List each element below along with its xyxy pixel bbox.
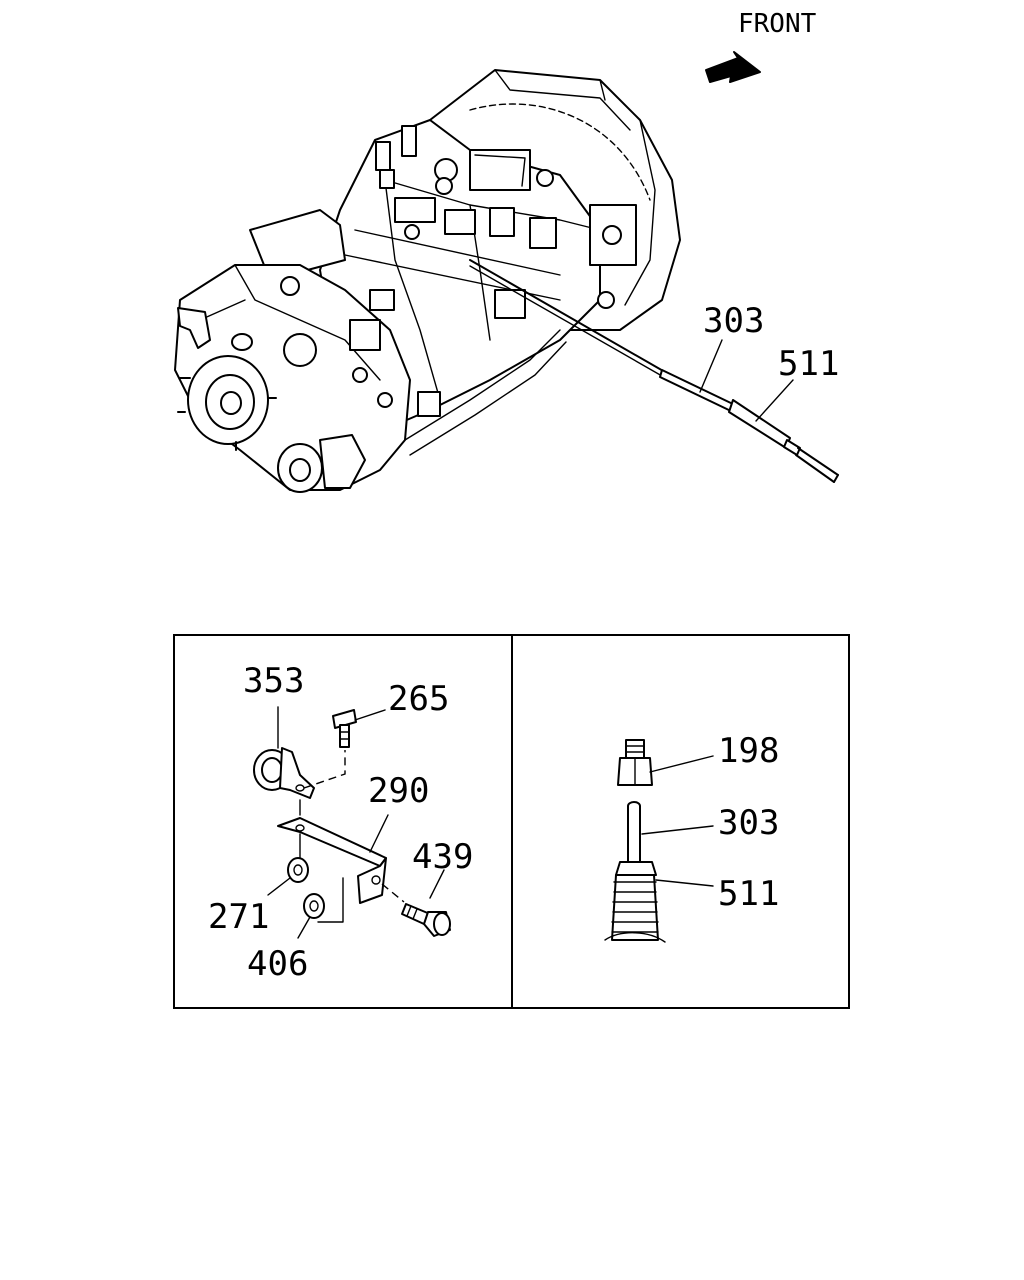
bolt-265	[332, 709, 357, 748]
leader-511-main	[755, 379, 794, 422]
bracket-290	[277, 817, 387, 904]
nut-406	[303, 893, 325, 919]
callout-353: 353	[243, 661, 304, 701]
callout-439: 439	[412, 837, 473, 877]
bolt-439	[401, 903, 451, 937]
callout-271: 271	[208, 897, 269, 937]
clip-353	[253, 747, 315, 799]
front-label: FRONT	[738, 9, 817, 39]
callout-511-inset: 511	[718, 874, 779, 914]
front-arrow-icon	[705, 51, 761, 83]
outer-cable-511	[604, 861, 666, 943]
transmission-assembly	[174, 69, 839, 493]
callout-290: 290	[368, 771, 429, 811]
fitting-198	[617, 739, 653, 786]
nut-271	[287, 857, 309, 883]
callout-198: 198	[718, 731, 779, 771]
callout-511-main: 511	[778, 344, 839, 384]
callout-265: 265	[388, 679, 449, 719]
callout-303-main: 303	[703, 301, 764, 341]
inner-cable-303	[627, 801, 641, 863]
callout-303-inset: 303	[718, 803, 779, 843]
callout-406: 406	[247, 944, 308, 984]
leader-303-main	[699, 339, 723, 393]
